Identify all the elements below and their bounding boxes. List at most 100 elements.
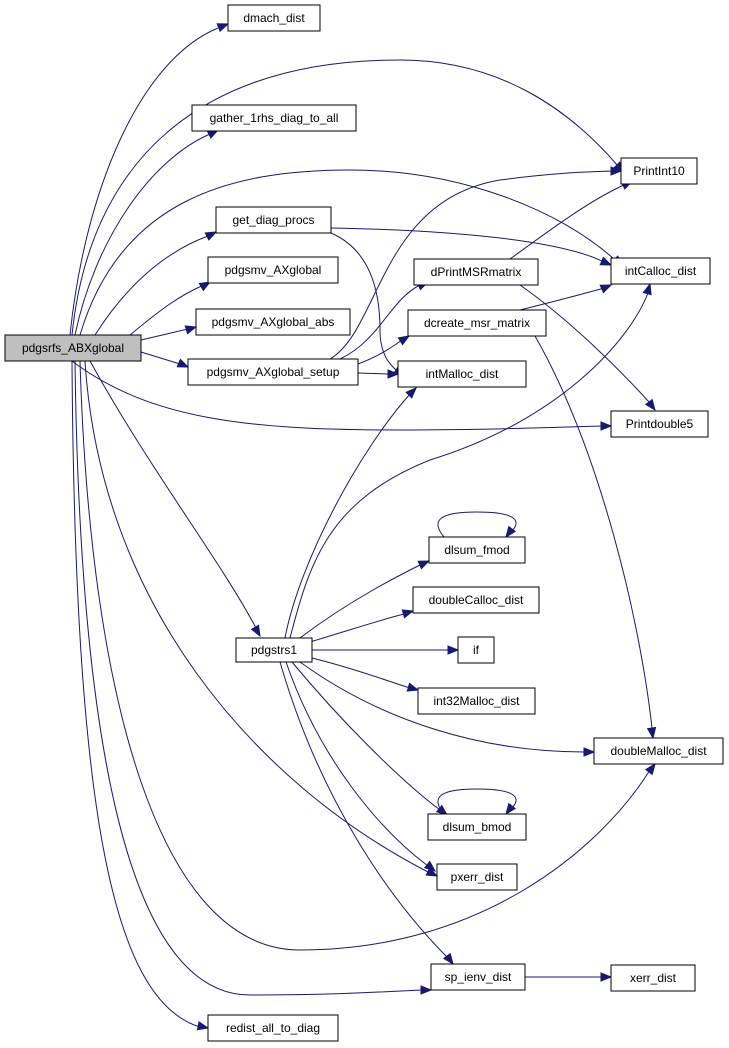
function-nodes: pdgsrfs_ABXglobal dmach_dist gather_1rhs_d…	[4, 4, 724, 1042]
edge-axsetup-printint10	[329, 170, 613, 360]
edge-dprintmsr-printdouble5	[519, 284, 651, 404]
edge-axsetup-intmalloc-arrowhead	[387, 369, 400, 379]
node-box	[235, 637, 313, 663]
edge-root-getdiag-arrowhead	[204, 231, 218, 241]
edge-root-doublemalloc-arrowhead	[644, 762, 656, 776]
node-box	[207, 256, 339, 284]
node-box	[191, 104, 357, 132]
node-doublemalloc[interactable]: doubleMalloc_dist	[593, 737, 724, 765]
node-pdgstrs1[interactable]: pdgstrs1	[235, 637, 313, 663]
edge-root-pdgstrs1	[89, 360, 257, 629]
node-spienv[interactable]: sp_ienv_dist	[430, 963, 526, 991]
node-box	[215, 206, 332, 234]
edge-spienv-xerr-arrowhead	[600, 972, 613, 982]
node-label: dcreate_msr_matrix	[424, 316, 530, 330]
node-root[interactable]: pdgsrfs_ABXglobal	[4, 334, 142, 362]
edge-dcreatemsr-intcalloc-arrowhead	[599, 284, 613, 294]
node-box	[417, 687, 536, 715]
node-box	[610, 964, 696, 992]
edge-dprintmsr-printint10	[509, 183, 627, 260]
edge-root-doublemalloc	[79, 360, 651, 951]
node-label: pdgsrfs_ABXglobal	[22, 341, 124, 355]
node-dlsumfmod[interactable]: dlsum_fmod	[428, 536, 526, 564]
edge-root-axabs	[140, 328, 189, 341]
edge-dprintmsr-printdouble5-arrowhead	[644, 398, 656, 412]
node-doublecalloc[interactable]: doubleCalloc_dist	[412, 586, 540, 614]
edge-pdgstrs1-dlsumfmod	[299, 564, 421, 639]
node-label: int32Malloc_dist	[433, 694, 520, 708]
node-box	[397, 360, 527, 388]
edge-root-axsetup-arrowhead	[176, 358, 190, 368]
edge-pdgstrs1-if-arrowhead	[447, 645, 460, 655]
edge-pdgstrs1-spienv-arrowhead	[442, 952, 454, 966]
edge-root-redist	[71, 360, 201, 1028]
node-axabs[interactable]: pdgsmv_AXglobal_abs	[195, 308, 351, 336]
edge-root-pxerr-arrowhead	[425, 867, 439, 877]
node-axglobal[interactable]: pdgsmv_AXglobal	[207, 256, 339, 284]
node-label: pxerr_dist	[451, 870, 504, 884]
edge-root-gather	[74, 133, 211, 336]
node-label: gather_1rhs_diag_to_all	[210, 111, 339, 125]
edge-root-pdgstrs1-arrowhead	[250, 624, 261, 638]
edge-root-printint10	[71, 59, 619, 336]
edge-pdgstrs1-int32malloc-arrowhead	[406, 682, 420, 692]
edge-pdgstrs1-doublemalloc	[299, 661, 585, 753]
edge-dlsumbmod-self	[437, 788, 517, 815]
node-printint10[interactable]: PrintInt10	[620, 157, 698, 185]
edge-root-redist-arrowhead	[196, 1021, 210, 1031]
edge-pdgstrs1-intcalloc-arrowhead	[642, 282, 652, 296]
node-xerr[interactable]: xerr_dist	[610, 964, 696, 992]
node-box	[187, 358, 359, 386]
node-box	[620, 157, 698, 185]
edge-pdgstrs1-dlsumbmod-arrowhead	[435, 804, 449, 816]
node-box	[457, 636, 495, 664]
edge-root-printdouble5-arrowhead	[600, 421, 613, 431]
node-printdouble5[interactable]: Printdouble5	[610, 410, 709, 438]
node-dlsumbmod[interactable]: dlsum_bmod	[427, 813, 527, 841]
edge-root-axabs-arrowhead	[184, 325, 198, 335]
node-label: get_diag_procs	[232, 213, 314, 227]
node-axsetup[interactable]: pdgsmv_AXglobal_setup	[187, 358, 359, 386]
node-box	[207, 1014, 339, 1042]
edge-pdgstrs1-doublecalloc	[309, 613, 405, 643]
node-intmalloc[interactable]: intMalloc_dist	[397, 360, 527, 388]
node-box	[412, 586, 540, 614]
node-redist[interactable]: redist_all_to_diag	[207, 1014, 339, 1042]
node-box	[610, 257, 711, 285]
edge-root-dmach-arrowhead	[216, 23, 230, 33]
node-label: xerr_dist	[630, 971, 677, 985]
node-dmach[interactable]: dmach_dist	[227, 4, 321, 32]
edge-axsetup-dcreatemsr-arrowhead	[397, 335, 411, 346]
edge-pdgstrs1-dlsumbmod	[291, 661, 441, 811]
node-label: pdgsmv_AXglobal_setup	[207, 365, 340, 379]
node-int32malloc[interactable]: int32Malloc_dist	[417, 687, 536, 715]
node-label: PrintInt10	[633, 164, 685, 178]
edge-dlsumfmod-self-arrowhead	[505, 525, 517, 539]
node-label: if	[473, 643, 480, 657]
node-label: dlsum_fmod	[444, 543, 509, 557]
edge-root-spienv-arrowhead	[420, 985, 433, 995]
edge-root-getdiag	[94, 235, 209, 336]
node-getdiag[interactable]: get_diag_procs	[215, 206, 332, 234]
edge-dcreatemsr-doublemalloc-arrowhead	[646, 726, 657, 740]
node-pxerr[interactable]: pxerr_dist	[436, 863, 518, 891]
node-box	[413, 258, 539, 286]
edge-pdgstrs1-doublemalloc-arrowhead	[583, 747, 596, 757]
edge-root-dmach	[69, 27, 219, 336]
node-intcalloc[interactable]: intCalloc_dist	[610, 257, 711, 285]
node-gather[interactable]: gather_1rhs_diag_to_all	[191, 104, 357, 132]
node-if[interactable]: if	[457, 636, 495, 664]
node-dcreatemsr[interactable]: dcreate_msr_matrix	[407, 309, 547, 337]
node-label: intCalloc_dist	[625, 264, 697, 278]
edge-root-pxerr	[84, 360, 429, 873]
node-dprintmsr[interactable]: dPrintMSRmatrix	[413, 258, 539, 286]
edge-dcreatemsr-doublemalloc	[534, 335, 653, 729]
node-box	[610, 410, 709, 438]
node-label: sp_ienv_dist	[445, 970, 512, 984]
edge-dlsumbmod-self-arrowhead	[505, 802, 517, 816]
node-box	[430, 963, 526, 991]
edge-axsetup-dcreatemsr	[357, 339, 403, 365]
node-label: redist_all_to_diag	[226, 1021, 320, 1035]
node-label: dmach_dist	[243, 11, 305, 25]
